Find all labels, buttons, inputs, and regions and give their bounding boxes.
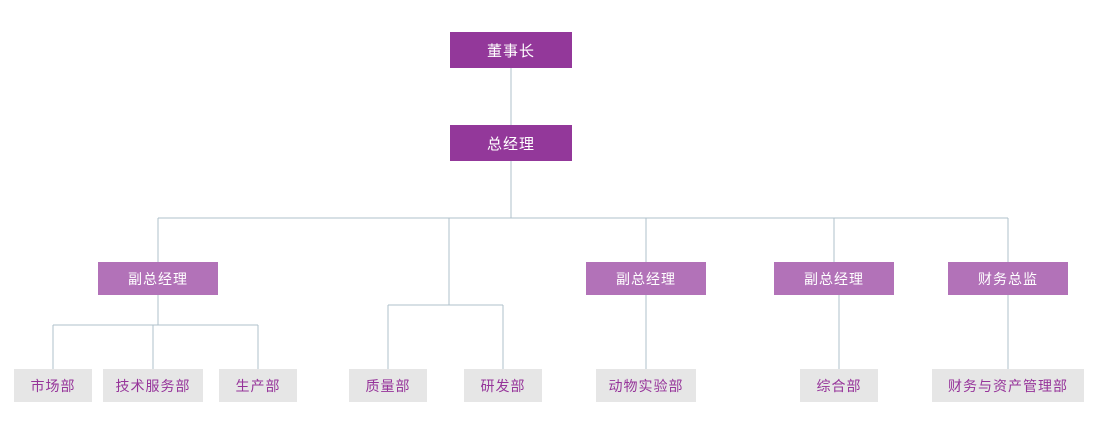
node-chairman[interactable]: 董事长	[450, 32, 572, 68]
node-department-animal-laboratory[interactable]: 动物实验部	[596, 369, 696, 402]
node-chief-financial-officer[interactable]: 财务总监	[948, 262, 1068, 295]
node-department-research-development[interactable]: 研发部	[464, 369, 542, 402]
node-vice-president-1[interactable]: 副总经理	[98, 262, 218, 295]
node-department-technical-service[interactable]: 技术服务部	[103, 369, 203, 402]
node-general-manager-label: 总经理	[486, 135, 535, 153]
node-vice-president-hidden	[412, 262, 486, 295]
node-department-general-affairs[interactable]: 综合部	[800, 369, 878, 402]
node-department-finance-asset-management[interactable]: 财务与资产管理部	[932, 369, 1084, 402]
node-vice-president-2[interactable]: 副总经理	[586, 262, 706, 295]
node-department-quality[interactable]: 质量部	[349, 369, 427, 402]
node-department-production-label: 生产部	[235, 377, 281, 394]
node-department-production[interactable]: 生产部	[219, 369, 297, 402]
node-vice-president-1-label: 副总经理	[128, 270, 188, 287]
node-general-manager[interactable]: 总经理	[450, 125, 572, 161]
node-department-research-development-label: 研发部	[480, 377, 526, 394]
node-department-technical-service-label: 技术服务部	[115, 377, 191, 394]
node-vice-president-3-label: 副总经理	[804, 270, 864, 287]
node-chief-financial-officer-label: 财务总监	[978, 270, 1038, 287]
node-department-finance-asset-management-label: 财务与资产管理部	[948, 377, 1068, 394]
node-chairman-label: 董事长	[486, 42, 535, 60]
node-department-marketing-label: 市场部	[30, 377, 76, 394]
node-vice-president-2-label: 副总经理	[616, 270, 676, 287]
node-department-quality-label: 质量部	[365, 377, 411, 394]
node-vice-president-3[interactable]: 副总经理	[774, 262, 894, 295]
node-department-marketing[interactable]: 市场部	[14, 369, 92, 402]
node-department-general-affairs-label: 综合部	[816, 377, 862, 394]
node-department-animal-laboratory-label: 动物实验部	[608, 377, 684, 394]
